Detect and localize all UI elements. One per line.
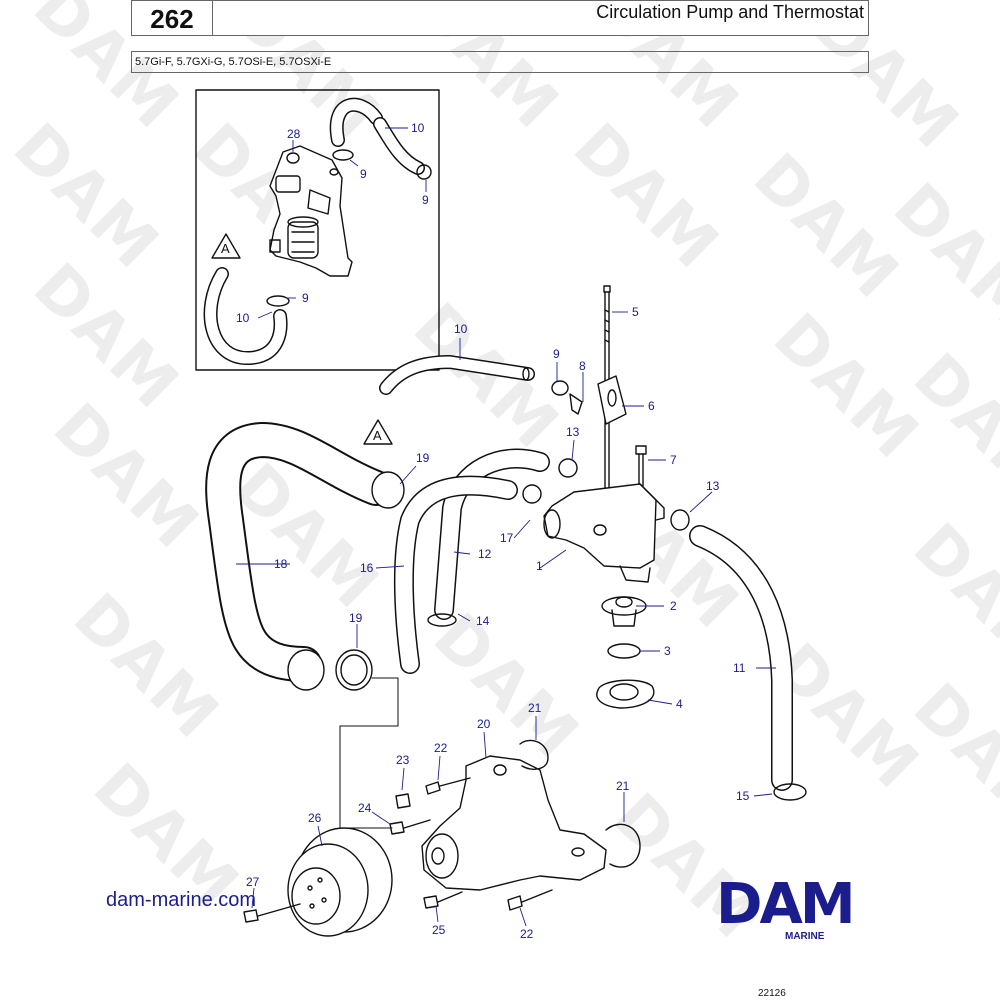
hose-clamp-13 (670, 509, 690, 531)
callout-24: 24 (358, 801, 372, 815)
fitting-8 (569, 393, 583, 415)
callout-13: 13 (706, 479, 720, 493)
callout-1: 1 (536, 559, 543, 573)
header-box: 262 Circulation Pump and Thermostat (131, 0, 869, 36)
callout-6: 6 (648, 399, 655, 413)
bolt-22 (425, 777, 471, 795)
hose-clamp-19 (335, 649, 373, 691)
callout-10: 10 (236, 311, 250, 325)
fuel-pump-module (269, 145, 353, 277)
detail-marker-a: A (221, 241, 230, 256)
callout-19: 19 (416, 451, 430, 465)
callout-9: 9 (360, 167, 367, 181)
callout-3: 3 (664, 644, 671, 658)
callout-12: 12 (478, 547, 492, 561)
callout-9: 9 (302, 291, 309, 305)
callout-16: 16 (360, 561, 374, 575)
bracket-6 (597, 375, 627, 425)
callout-10: 10 (411, 121, 425, 135)
callout-27: 27 (246, 875, 260, 889)
bolt-25 (423, 891, 463, 909)
detail-marker-triangle (211, 233, 241, 259)
detail-marker-triangle (363, 419, 393, 445)
hose-clamp-15 (773, 783, 807, 801)
gasket (596, 679, 655, 709)
hose-clamp (266, 295, 290, 307)
callout-25: 25 (432, 923, 446, 937)
circulation-pump (421, 739, 641, 891)
hose-clamp-14 (427, 613, 457, 627)
callout-9: 9 (553, 347, 560, 361)
thermostat (601, 596, 647, 627)
inset-frame (195, 89, 440, 371)
callout-14: 14 (476, 614, 490, 628)
website-link[interactable]: dam-marine.com (106, 889, 257, 911)
hose-clamp-13 (558, 458, 578, 478)
callout-18: 18 (274, 557, 288, 571)
callout-4: 4 (676, 697, 683, 711)
callout-13: 13 (566, 425, 580, 439)
bolt-5 (603, 285, 611, 293)
callout-19: 19 (349, 611, 363, 625)
callout-10: 10 (454, 322, 468, 336)
hose-clamp-9 (551, 380, 569, 396)
callout-5: 5 (632, 305, 639, 319)
brand-subtitle: MARINE (785, 931, 825, 942)
pulley (287, 827, 393, 937)
callout-15: 15 (736, 789, 750, 803)
callout-11: 11 (733, 661, 746, 675)
callout-22: 22 (520, 927, 534, 941)
models-line: 5.7Gi-F, 5.7GXi-G, 5.7OSi-E, 5.7OSXi-E (131, 51, 869, 73)
bolt-27 (243, 903, 301, 923)
thermostat-housing (543, 483, 665, 583)
callout-21: 21 (528, 701, 542, 715)
callout-20: 20 (477, 717, 491, 731)
hose-clamp-19 (371, 471, 405, 509)
callout-26: 26 (308, 811, 322, 825)
callout-2: 2 (670, 599, 677, 613)
hose-clamp (416, 164, 432, 180)
callout-17: 17 (500, 531, 514, 545)
bolt-22 (507, 889, 553, 911)
callout-9: 9 (422, 193, 429, 207)
callout-28: 28 (287, 127, 301, 141)
page-number: 262 (132, 1, 213, 35)
pump-flange (519, 739, 549, 770)
callout-7: 7 (670, 453, 677, 467)
callout-23: 23 (396, 753, 410, 767)
callout-8: 8 (579, 359, 586, 373)
bolt-24 (389, 819, 431, 835)
hose-clamp (332, 149, 354, 161)
bolt-23 (395, 793, 411, 809)
o-ring (607, 643, 641, 659)
callout-22: 22 (434, 741, 448, 755)
bolt-7 (635, 445, 647, 455)
detail-marker-a: A (373, 428, 382, 443)
page-title: Circulation Pump and Thermostat (596, 2, 864, 22)
drawing-number: 22126 (758, 988, 786, 999)
callout-21: 21 (616, 779, 630, 793)
hose-clamp-17 (522, 484, 542, 504)
brand-logo: DAM (716, 872, 856, 937)
